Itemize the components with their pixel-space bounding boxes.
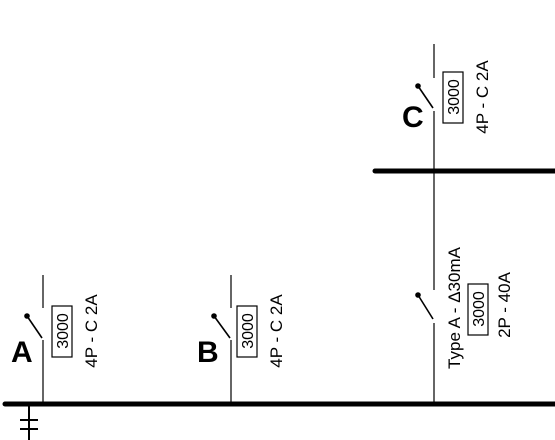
breaker-c-label: C	[402, 101, 424, 134]
rcd-switch: 3000 2P - 40A Type A - Δ30mA	[415, 246, 514, 369]
rcd-spec: 2P - 40A	[495, 271, 514, 338]
breaker-b-label: B	[197, 336, 219, 369]
breaker-b-rating: 3000	[240, 313, 257, 349]
breaker-b-rating-box	[236, 305, 258, 358]
breaker-b: 3000 4P - C 2A B	[197, 275, 286, 404]
breaker-a-spec: 4P - C 2A	[82, 294, 101, 368]
breaker-a-label: A	[11, 336, 33, 369]
ground-icon	[20, 404, 38, 440]
breaker-c-spec: 4P - C 2A	[473, 60, 492, 134]
breaker-c-rating: 3000	[446, 79, 463, 115]
breaker-a-rating: 3000	[55, 313, 72, 349]
breaker-c-rating-box	[442, 71, 464, 124]
rcd-rating-box	[467, 283, 489, 336]
rcd-rating: 3000	[471, 291, 488, 327]
breaker-a: 3000 4P - C 2A A	[11, 275, 101, 404]
rcd-type: Type A - Δ30mA	[445, 246, 464, 369]
breaker-a-rating-box	[51, 305, 73, 358]
breaker-b-spec: 4P - C 2A	[267, 294, 286, 368]
breaker-c: 3000 4P - C 2A C	[402, 60, 492, 134]
